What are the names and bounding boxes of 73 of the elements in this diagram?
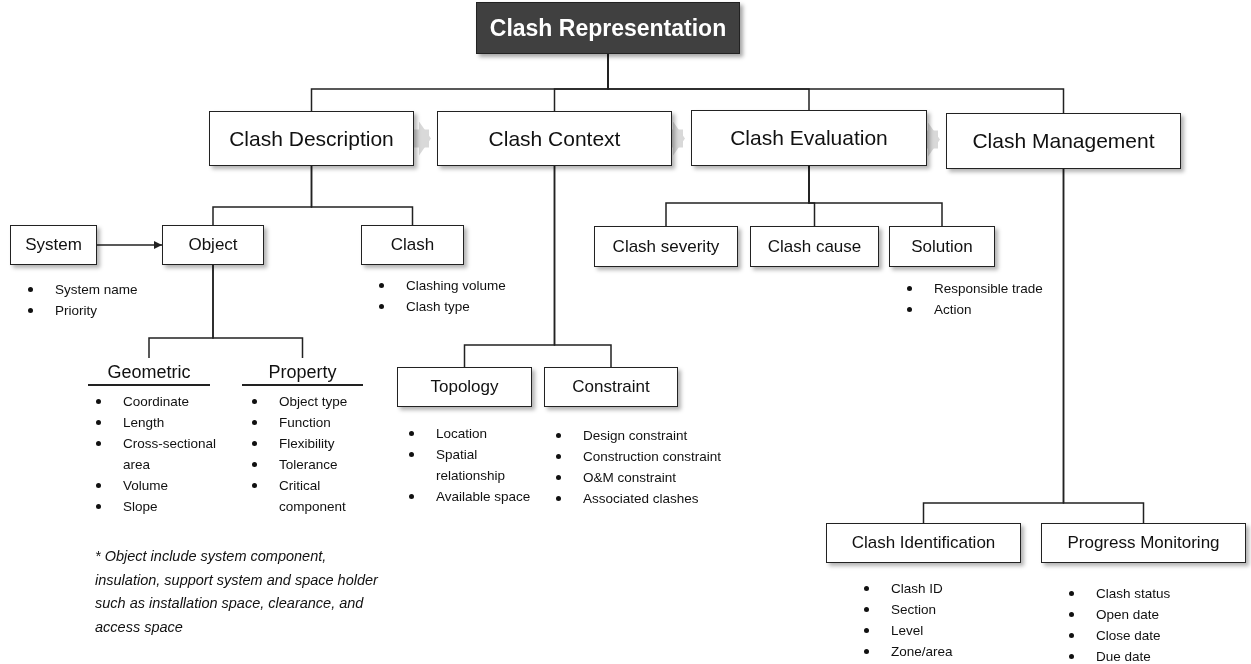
subcategory-box: [162, 225, 264, 265]
subcategory-box: [826, 523, 1021, 563]
bullet-item: Close date: [1096, 627, 1161, 645]
bullet-item: Location: [436, 425, 488, 443]
subcategory-box: [10, 225, 97, 265]
box-label: Property: [268, 362, 337, 383]
box-label: Clash Evaluation: [730, 126, 888, 150]
box-label: Clash cause: [767, 236, 862, 257]
bullet-item: Responsible trade: [934, 280, 1043, 298]
category-box: [437, 111, 672, 166]
bullet-item: Clash status: [1096, 585, 1171, 603]
box-label: Topology: [430, 377, 499, 397]
subcategory-box: [361, 225, 464, 265]
bullet-item: Action: [934, 301, 972, 319]
box-label: Clash Management: [972, 129, 1155, 153]
flow-arrow: [672, 121, 685, 156]
subcategory-box: [1041, 523, 1246, 563]
box-label: Clash: [390, 235, 435, 255]
bullet-item: Slope: [123, 498, 158, 516]
connector-line: [1062, 168, 1145, 524]
box-label: Progress Monitoring: [1067, 533, 1220, 553]
connector-line: [212, 264, 304, 359]
bullet-item: Design constraint: [583, 427, 688, 445]
box-label: Geometric: [107, 362, 191, 383]
flow-arrow: [414, 121, 431, 156]
subcategory-box: [750, 226, 879, 267]
footnote: * Object include system component, insulation, support system and space holder such as installation space, clearance, and access space: [95, 547, 380, 637]
bullet-item: Priority: [55, 302, 97, 320]
box-label: Constraint: [572, 377, 650, 397]
connector-line: [310, 165, 414, 226]
subcategory-box: [397, 367, 532, 407]
box-label: Clash Description: [229, 126, 394, 151]
bullet-item: Associated clashes: [583, 490, 699, 508]
title-box: [476, 2, 740, 54]
category-box: [209, 111, 414, 166]
bullet-item: Coordinate: [123, 393, 190, 411]
bullet-item: Due date: [1096, 648, 1151, 664]
subcategory-box: [544, 367, 678, 407]
bullet-item: Open date: [1096, 606, 1160, 624]
bullet-item: Section: [891, 601, 937, 619]
bullet-item: Cross-sectional area: [123, 435, 218, 474]
connector-line: [808, 165, 943, 227]
category-box: [946, 113, 1181, 169]
bullet-item: Object type: [279, 393, 348, 411]
box-label: System: [25, 235, 82, 255]
box-label: Clash severity: [612, 236, 720, 257]
category-box: [691, 110, 927, 166]
box-label: Object: [188, 235, 238, 255]
bullet-item: Clash type: [406, 298, 470, 316]
bullet-item: Zone/area: [891, 643, 953, 661]
bullet-item: Tolerance: [279, 456, 338, 474]
box-label: Clash Representation: [489, 14, 727, 42]
bullet-item: Critical component: [279, 477, 347, 516]
flow-arrow: [927, 122, 940, 157]
box-label: Clash Context: [488, 126, 621, 151]
connector-line: [553, 165, 612, 368]
subcategory-box: [889, 226, 995, 267]
bullet-item: Length: [123, 414, 165, 432]
bullet-item: Flexibility: [279, 435, 335, 453]
bullet-item: Spatial relationship: [436, 446, 507, 485]
bullet-item: Available space: [436, 488, 531, 506]
bullet-item: Volume: [123, 477, 169, 495]
subcategory-box: [594, 226, 738, 267]
arrow: [96, 241, 163, 249]
bullet-item: Clash ID: [891, 580, 943, 598]
box-label: Clash Identification: [851, 533, 996, 553]
bullet-item: Construction constraint: [583, 448, 722, 466]
bullet-item: Clashing volume: [406, 277, 506, 295]
bullet-item: Level: [891, 622, 924, 640]
box-label: Solution: [911, 236, 973, 257]
bullet-item: O&M constraint: [583, 469, 677, 487]
bullet-item: System name: [55, 281, 138, 299]
bullet-item: Function: [279, 414, 331, 432]
